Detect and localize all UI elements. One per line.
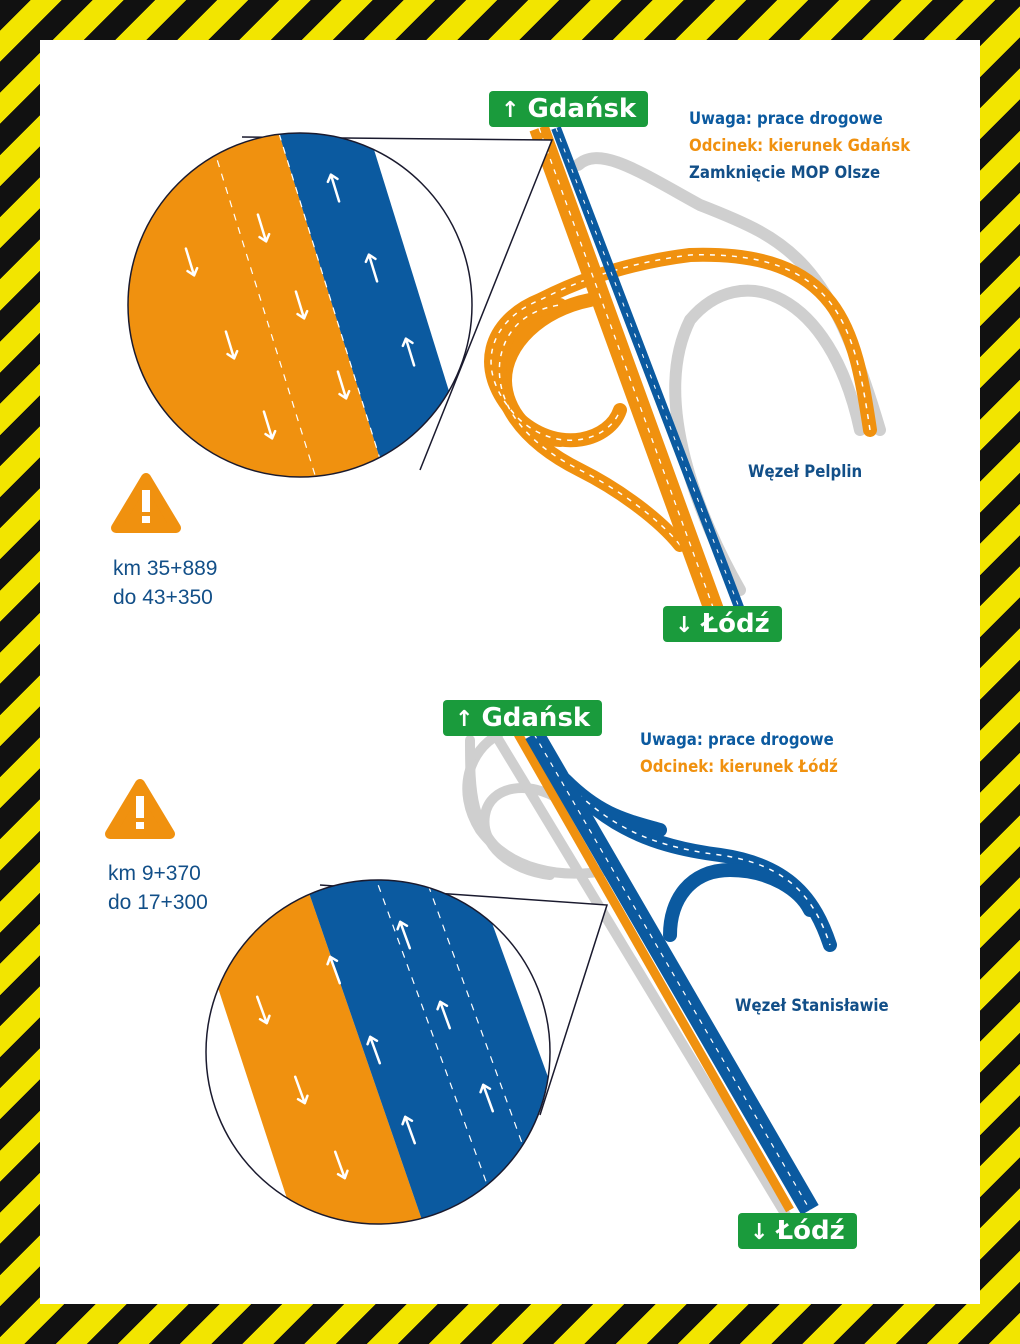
sign-label: Łódź [701,609,770,639]
km-from: km 35+889 [113,557,218,580]
junction-label-top: Węzeł Pelplin [748,462,863,482]
warning-triangle-icon [105,779,175,839]
road-diagram [105,124,886,1233]
bottom-notice: Uwaga: prace drogowe Odcinek: kierunek Ł… [640,727,838,781]
km-from: km 9+370 [108,862,201,885]
sign-lodz-top: ↓ Łódź [663,606,782,642]
sign-label: Gdańsk [527,94,637,124]
km-to: do 17+300 [108,891,208,914]
arrow-up-icon: ↑ [455,707,474,732]
arrow-up-icon: ↑ [501,98,520,123]
bottom-lane-arrows [255,920,495,1180]
arrow-down-icon: ↓ [675,613,694,638]
top-interchange [484,124,886,614]
notice-line-1: Uwaga: prace drogowe [640,730,834,750]
white-panel [40,40,980,1304]
bottom-interchange [462,728,837,1233]
junction-label-bottom: Węzeł Stanisławie [735,996,889,1016]
sign-label: Gdańsk [481,703,591,733]
sign-gdansk-bottom: ↑ Gdańsk [443,700,603,736]
notice-line-2: Odcinek: kierunek Łódź [640,757,838,777]
top-notice: Uwaga: prace drogowe Odcinek: kierunek G… [689,106,910,187]
sign-gdansk-top: ↑ Gdańsk [489,91,649,127]
notice-line-3: Zamknięcie MOP Olsze [689,163,881,183]
mainline-orange [514,731,794,1213]
arrow-down-icon: ↓ [750,1220,769,1245]
km-range-bottom: km 9+370 do 17+300 [108,859,208,917]
sign-lodz-bottom: ↓ Łódź [738,1213,857,1249]
km-to: do 43+350 [113,586,213,609]
top-lane-arrows [184,173,416,440]
warning-triangle-icon [111,473,181,533]
sign-label: Łódź [776,1216,845,1246]
km-range-top: km 35+889 do 43+350 [113,554,218,612]
notice-line-2: Odcinek: kierunek Gdańsk [689,136,911,156]
notice-line-1: Uwaga: prace drogowe [689,109,883,129]
